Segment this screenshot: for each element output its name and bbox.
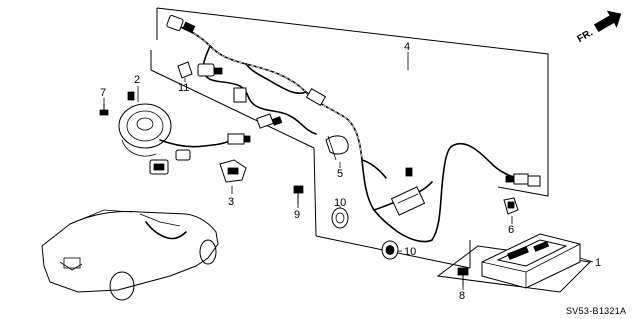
callout-10a: 10 <box>334 197 346 209</box>
callouts: 1 2 3 4 5 6 7 8 9 10 10 11 <box>100 41 601 302</box>
wire-harness <box>166 15 541 243</box>
bolt-8 <box>457 267 469 286</box>
grommet-10a <box>331 207 349 229</box>
vehicle-silhouette <box>41 209 219 301</box>
diagram-code: SV53-B1321A <box>566 306 626 316</box>
bolt-7 <box>99 104 109 116</box>
bolt-9 <box>293 185 304 204</box>
clip-11 <box>177 61 193 79</box>
clip-3 <box>219 159 247 183</box>
clip-6 <box>503 197 519 215</box>
callout-4: 4 <box>404 41 410 53</box>
callout-3: 3 <box>228 196 234 208</box>
callout-7: 7 <box>100 87 106 99</box>
callout-11: 11 <box>178 82 189 94</box>
callout-8: 8 <box>459 290 465 302</box>
callout-9: 9 <box>294 209 300 221</box>
callout-5: 5 <box>337 168 343 180</box>
srs-control-unit <box>436 233 592 293</box>
clip-5 <box>325 135 349 161</box>
grommet-10b <box>381 240 399 260</box>
cable-reel <box>118 91 251 175</box>
callout-10b: 10 <box>404 246 416 258</box>
leader-lines <box>103 52 594 290</box>
callout-1: 1 <box>595 257 601 269</box>
front-label: FR. <box>575 27 595 45</box>
callout-2: 2 <box>134 74 140 86</box>
front-direction-indicator: FR. <box>575 10 622 45</box>
callout-6: 6 <box>508 224 514 236</box>
